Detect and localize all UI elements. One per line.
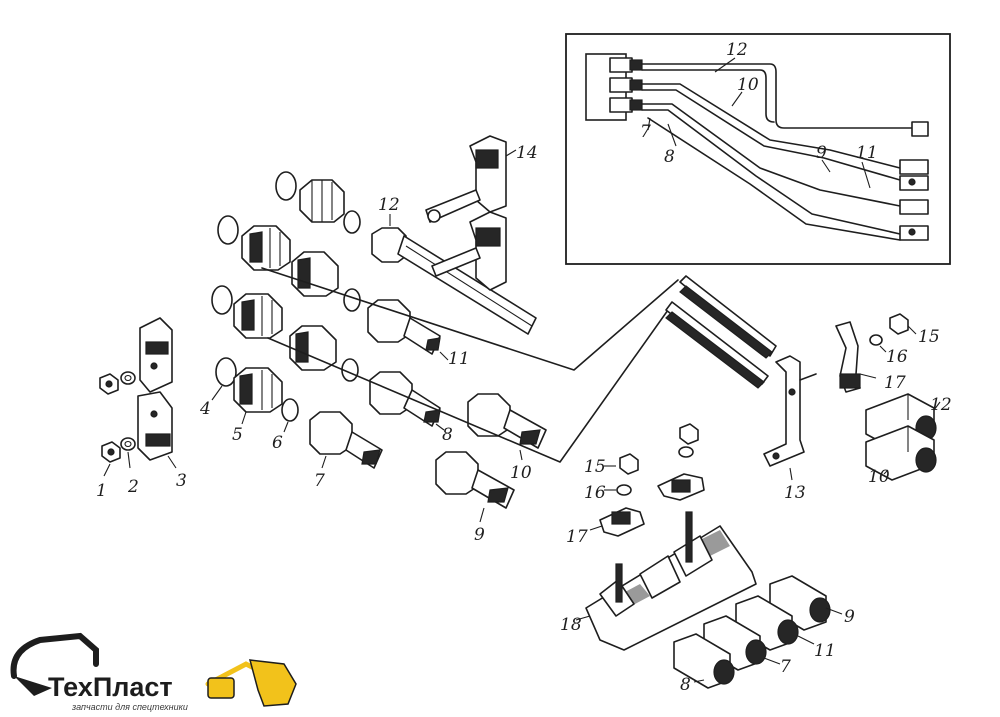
right-fastener-group: 15 16 17 12 10: [835, 313, 952, 487]
callout-13: 13: [784, 483, 806, 503]
callout-16-center: 16: [584, 483, 606, 503]
callout-11: 11: [448, 349, 470, 369]
callout-6: 6: [272, 433, 283, 453]
callout-17-right: 17: [884, 373, 906, 393]
callout-10: 10: [510, 463, 532, 483]
inset-callout-9: 9: [816, 143, 827, 163]
inset-callout-11: 11: [856, 143, 878, 163]
callout-12: 12: [378, 195, 400, 215]
callout-11-lower: 11: [814, 641, 836, 661]
clamp-14: 14: [425, 135, 538, 291]
callout-14: 14: [516, 143, 538, 163]
callout-8: 8: [442, 425, 453, 445]
inset-routing-scheme: 12 10 7 8 9 11: [565, 33, 951, 265]
clamp-assembly-left: 1 2 3: [96, 317, 187, 501]
mounting-plate-18: 18: [560, 511, 757, 651]
excavator-icon: [10, 632, 99, 696]
inset-callout-12: 12: [726, 40, 748, 60]
inset-callout-10: 10: [737, 75, 759, 95]
callout-12-right: 12: [930, 395, 952, 415]
callout-18: 18: [560, 615, 582, 635]
inset-callout-8: 8: [664, 147, 675, 167]
callout-8-lower: 8: [680, 675, 691, 695]
techplast-logo: ТехПласт запчасти для спецтехники: [10, 632, 297, 712]
fittings-with-o-rings: 4 5 6: [199, 171, 361, 453]
callout-10-right: 10: [868, 467, 890, 487]
hose-ends-middle: 11 8 7 10 9 12: [309, 195, 547, 545]
callout-9-lower: 9: [844, 607, 855, 627]
callout-5: 5: [232, 425, 243, 445]
rubber-hoses: [665, 275, 777, 389]
callout-3: 3: [176, 471, 187, 491]
callout-15-right: 15: [918, 327, 940, 347]
lower-fittings: 9 11 7 8: [673, 575, 855, 695]
logo-tagline: запчасти для спецтехники: [71, 702, 188, 712]
callout-9: 9: [474, 525, 485, 545]
routing-lines: [261, 267, 679, 463]
callout-15-center: 15: [584, 457, 606, 477]
bracket-13: 13: [763, 355, 817, 503]
callout-7-lower: 7: [780, 657, 791, 677]
loader-bucket-icon: [205, 659, 297, 707]
inset-callout-7: 7: [640, 122, 651, 142]
center-fastener-group: 15 16 17: [566, 423, 705, 547]
callout-1: 1: [96, 481, 107, 501]
callout-16-right: 16: [886, 347, 908, 367]
callout-7: 7: [314, 471, 325, 491]
callout-17-center: 17: [566, 527, 588, 547]
logo-name: ТехПласт: [48, 672, 173, 702]
callout-4: 4: [199, 399, 211, 419]
callout-2: 2: [127, 477, 139, 497]
